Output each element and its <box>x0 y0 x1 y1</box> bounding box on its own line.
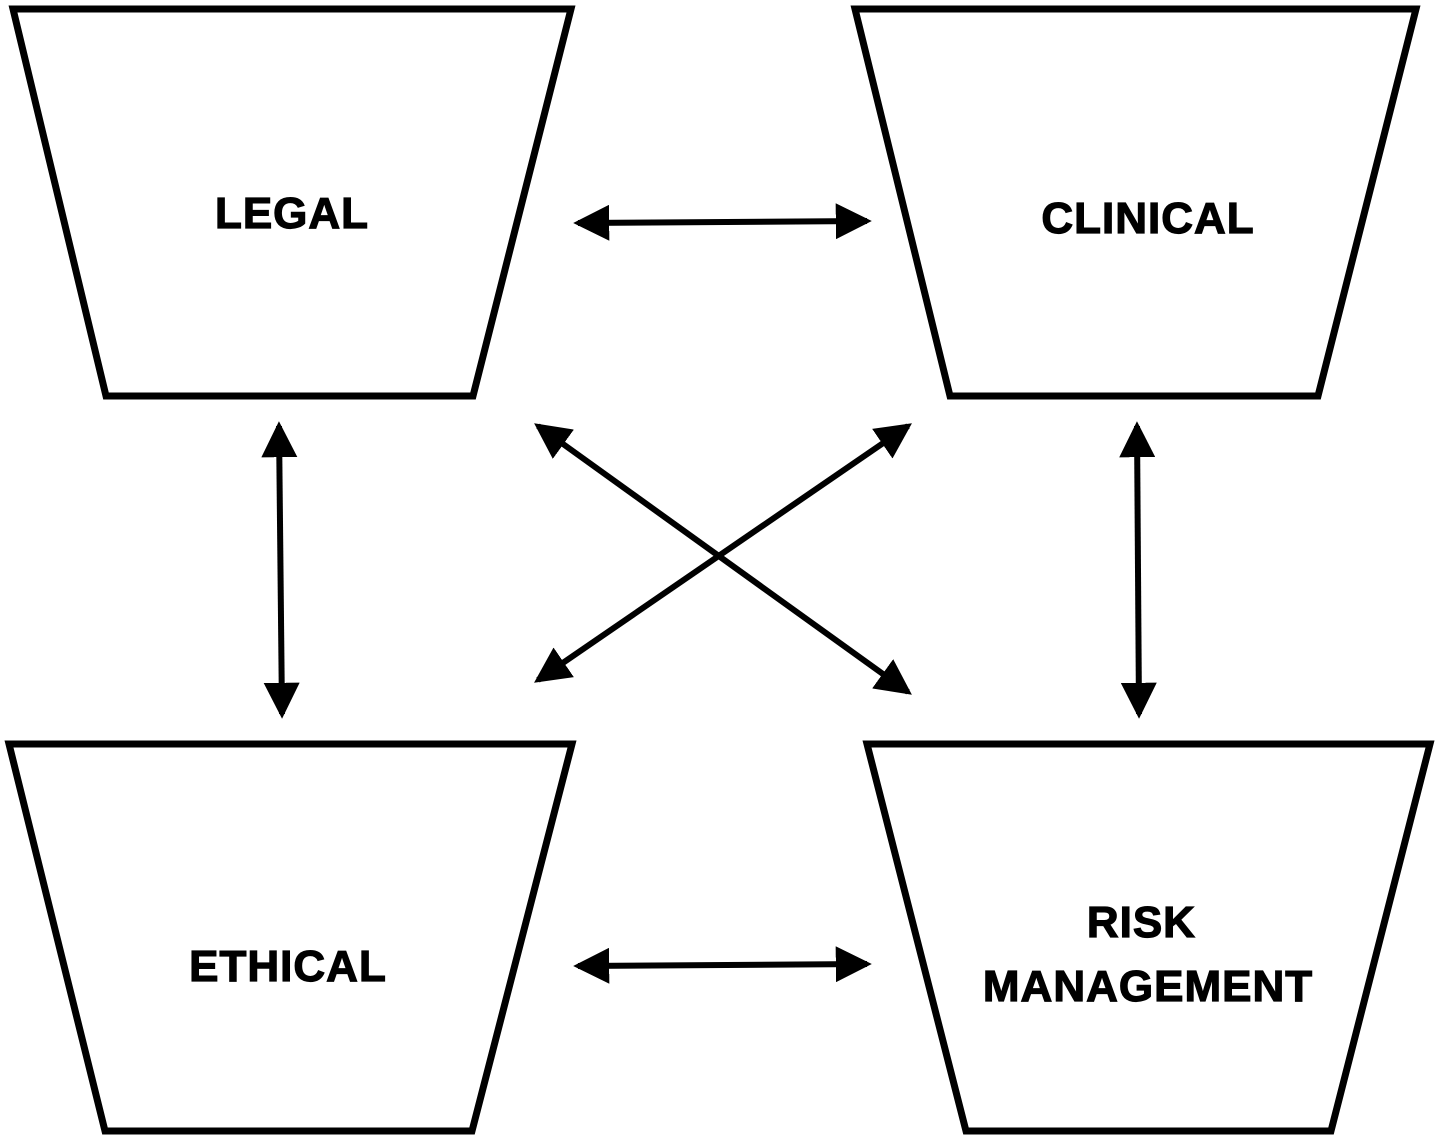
node-clinical-label: CLINICAL <box>1041 194 1254 243</box>
node-legal-label: LEGAL <box>215 189 369 238</box>
node-ethical-shape <box>4 740 577 1135</box>
node-legal: LEGAL <box>8 5 576 400</box>
edge-legal-ethical-arrow <box>261 421 300 719</box>
node-risk-shape <box>862 740 1435 1135</box>
edge-legal-clinical-arrow <box>573 203 872 241</box>
edge-clinical-ethical-arrow <box>534 423 912 683</box>
node-risk-label-line-2: MANAGEMENT <box>983 962 1313 1011</box>
node-legal-shape <box>8 5 576 400</box>
edge-clinical-risk-arrow <box>1119 421 1157 719</box>
node-risk-label: RISK MANAGEMENT <box>983 898 1313 1011</box>
node-ethical: ETHICAL <box>4 740 577 1135</box>
node-risk-label-line-1: RISK <box>1087 898 1196 947</box>
node-clinical: CLINICAL <box>850 5 1421 400</box>
node-risk-management: RISK MANAGEMENT <box>862 740 1435 1135</box>
node-ethical-label: ETHICAL <box>189 942 387 991</box>
edge-ethical-risk-arrow <box>573 946 872 984</box>
node-clinical-shape <box>850 5 1421 400</box>
